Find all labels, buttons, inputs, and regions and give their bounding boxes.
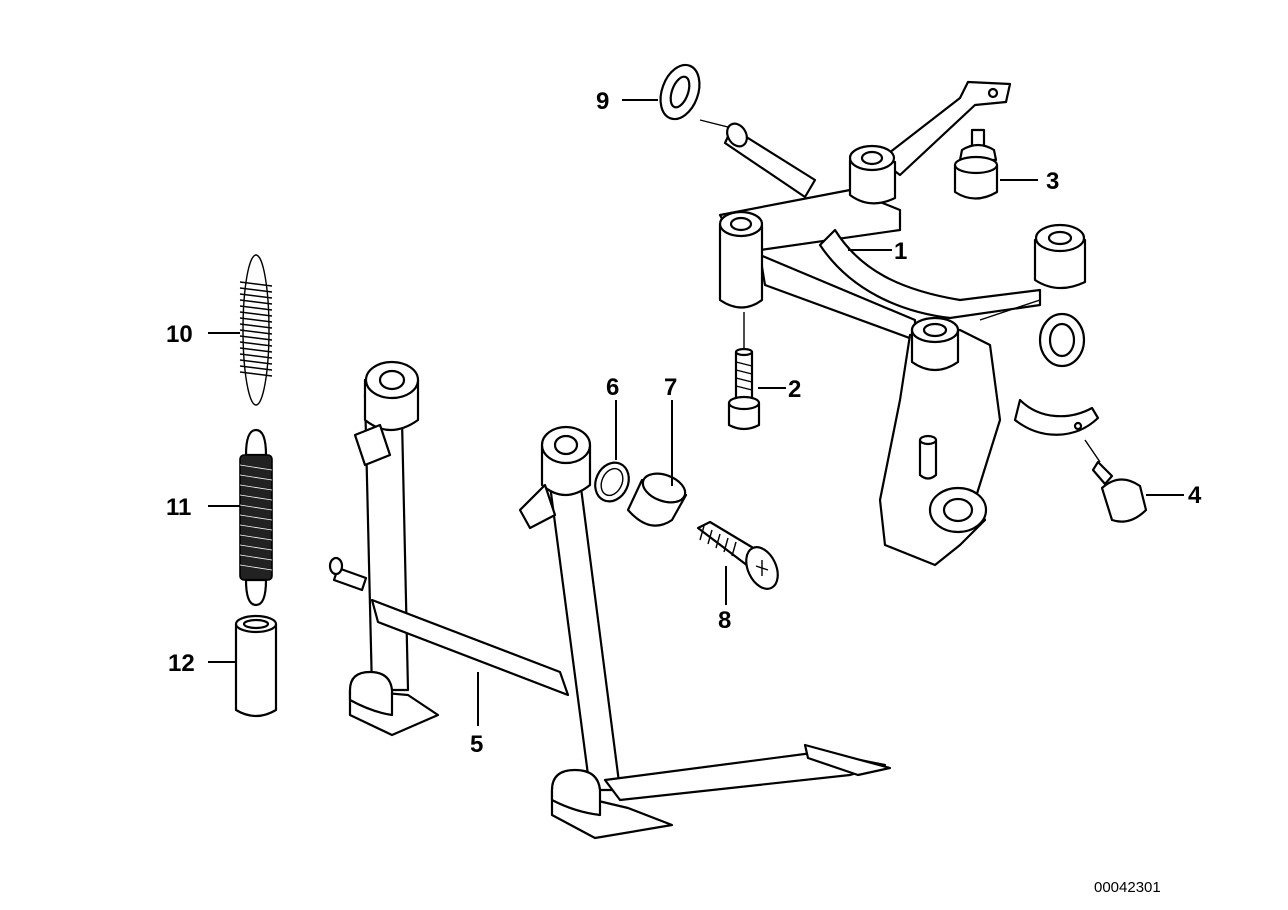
part-12-sleeve	[234, 614, 278, 718]
part-6-circlip	[594, 461, 630, 503]
part-7-bushing	[626, 472, 688, 527]
callout-2: 2	[788, 376, 801, 403]
part-9-washer	[659, 63, 733, 129]
callout-4: 4	[1188, 482, 1202, 509]
callout-8: 8	[718, 607, 731, 634]
leader-lines	[208, 99, 1184, 726]
callout-1: 1	[894, 238, 907, 265]
callout-3: 3	[1046, 168, 1059, 195]
part-8-shoulder-screw	[696, 520, 779, 590]
callout-6: 6	[606, 374, 619, 401]
part-4-rubber-stop	[1084, 439, 1148, 523]
callout-10: 10	[166, 321, 193, 348]
part-11-tension-spring	[239, 428, 273, 607]
part-5-center-stand	[328, 360, 892, 840]
part-2-screw	[727, 312, 761, 431]
callout-5: 5	[470, 731, 483, 758]
part-10-spring	[239, 254, 273, 406]
callout-7: 7	[664, 374, 677, 401]
part-1-frame-bracket	[718, 80, 1100, 567]
part-3-rubber-buffer	[953, 128, 999, 200]
callout-11: 11	[166, 494, 191, 521]
callout-12: 12	[168, 650, 195, 677]
callout-9: 9	[596, 88, 609, 115]
drawing-number: 00042301	[1094, 879, 1161, 896]
